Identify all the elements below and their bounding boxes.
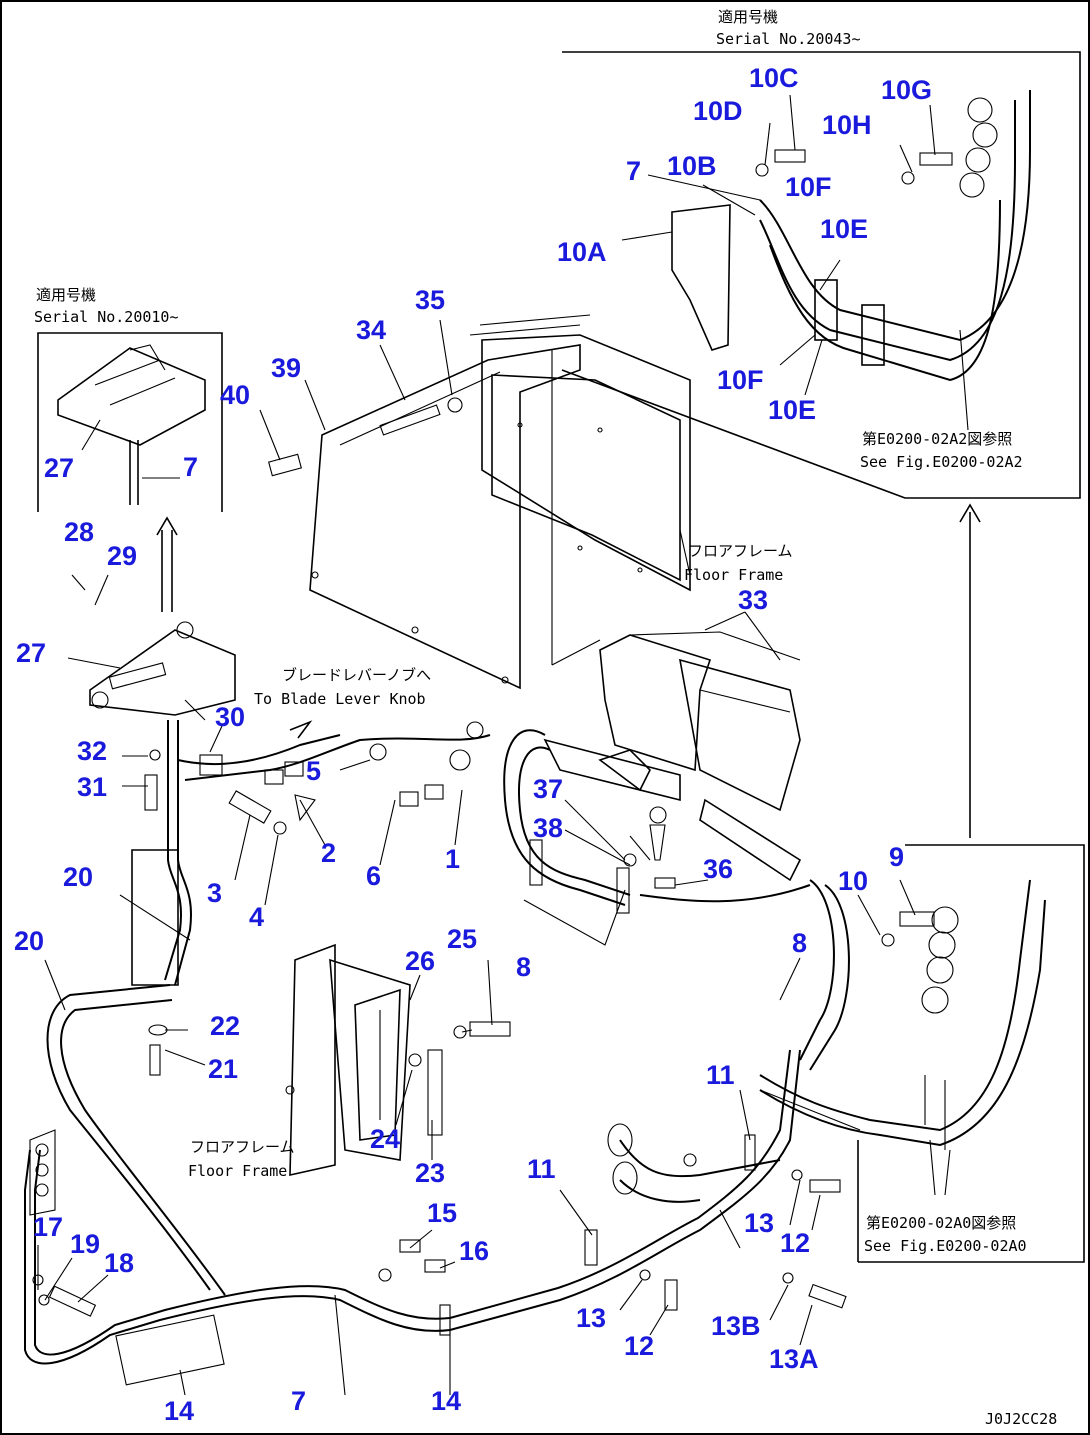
callout-31: 31 — [77, 772, 107, 802]
callout-10E-b: 10E — [768, 395, 816, 425]
callout-35: 35 — [415, 285, 445, 315]
callout-12-a: 12 — [780, 1228, 810, 1258]
floor-frame-bottom-jp: フロアフレーム — [190, 1138, 295, 1156]
callout-39: 39 — [271, 353, 301, 383]
blade-knob-jp: ブレードレバーノブへ — [282, 666, 431, 684]
callout-11-a: 11 — [706, 1060, 735, 1090]
bracket-27 — [67, 516, 236, 721]
inset-top-right-serial-en: Serial No.20043~ — [716, 30, 861, 48]
callout-25: 25 — [447, 924, 477, 954]
callout-10: 10 — [838, 866, 868, 896]
floor-frame-lower: フロアフレーム Floor Frame — [188, 943, 511, 1180]
callout-13-a: 13 — [744, 1208, 774, 1238]
callout-6: 6 — [366, 861, 381, 891]
inset-bottom-right: 第E0200-02A0図参照 See Fig.E0200-02A0 — [759, 503, 1085, 1263]
callout-2: 2 — [321, 838, 336, 868]
callout-13B: 13B — [711, 1311, 761, 1341]
callout-10H: 10H — [822, 110, 872, 140]
callout-10D: 10D — [693, 96, 743, 126]
callout-38: 38 — [533, 813, 563, 843]
callout-14-a: 14 — [164, 1396, 194, 1426]
callout-36: 36 — [703, 854, 733, 884]
callout-27-inset: 27 — [44, 453, 74, 483]
callout-22: 22 — [210, 1011, 240, 1041]
floor-frame-bottom-en: Floor Frame — [188, 1162, 287, 1180]
callout-32: 32 — [77, 736, 107, 766]
callout-15: 15 — [427, 1198, 457, 1228]
callout-23: 23 — [415, 1158, 445, 1188]
floor-frame-upper: フロアフレーム Floor Frame — [469, 314, 793, 666]
callout-28: 28 — [64, 517, 94, 547]
callout-13A: 13A — [769, 1344, 819, 1374]
callout-34: 34 — [356, 315, 386, 345]
inset-top-right-ref-jp: 第E0200-02A2図参照 — [862, 430, 1012, 448]
callout-40: 40 — [220, 380, 250, 410]
callout-7-bottom: 7 — [291, 1386, 306, 1416]
callout-20-b: 20 — [14, 926, 44, 956]
callout-19: 19 — [70, 1229, 100, 1259]
callout-37: 37 — [533, 774, 563, 804]
callout-9: 9 — [889, 842, 904, 872]
callout-26: 26 — [405, 946, 435, 976]
bolt-40 — [268, 453, 302, 477]
callout-14-b: 14 — [431, 1386, 461, 1416]
callout-labels: 1 2 3 4 5 6 7 7 7 8 8 9 10 10A 10B 10C 1… — [14, 63, 932, 1426]
callout-17: 17 — [33, 1212, 63, 1242]
cover-33 — [599, 611, 801, 812]
callout-27: 27 — [16, 638, 46, 668]
cable-blade-knob: ブレードレバーノブへ To Blade Lever Knob — [144, 666, 491, 835]
callout-8-a: 8 — [516, 952, 531, 982]
callout-16: 16 — [459, 1236, 489, 1266]
inset-bottom-right-ref-jp: 第E0200-02A0図参照 — [866, 1214, 1016, 1232]
bracket-assembly-middle — [503, 729, 850, 1071]
callout-10C: 10C — [749, 63, 799, 93]
callout-18: 18 — [104, 1248, 134, 1278]
inset-bottom-right-ref-en: See Fig.E0200-02A0 — [864, 1237, 1027, 1255]
floor-panel — [309, 344, 581, 690]
callout-11-b: 11 — [527, 1154, 556, 1184]
callout-10B: 10B — [667, 151, 717, 181]
callout-29: 29 — [107, 541, 137, 571]
callout-10F-a: 10F — [785, 172, 832, 202]
callout-33: 33 — [738, 585, 768, 615]
callout-20-a: 20 — [63, 862, 93, 892]
document-code: J0J2CC28 — [985, 1410, 1057, 1428]
leader-lines — [37, 319, 916, 1396]
inset-top-right-serial-jp: 適用号機 — [718, 8, 778, 26]
harness-left — [24, 720, 801, 1386]
callout-12-b: 12 — [624, 1331, 654, 1361]
floor-frame-top-en: Floor Frame — [684, 566, 783, 584]
inset-top-right-ref-en: See Fig.E0200-02A2 — [860, 453, 1023, 471]
inset-top-right: 適用号機 Serial No.20043~ 第E0200-02A2図参照 See… — [561, 8, 1081, 499]
callout-10G: 10G — [881, 75, 932, 105]
callout-3: 3 — [207, 878, 222, 908]
callout-10A: 10A — [557, 237, 607, 267]
callout-5: 5 — [306, 756, 321, 786]
floor-frame-top-jp: フロアフレーム — [688, 542, 793, 560]
callout-7-top: 7 — [626, 156, 641, 186]
callout-10E-a: 10E — [820, 214, 868, 244]
blade-knob-en: To Blade Lever Knob — [254, 690, 426, 708]
callout-1: 1 — [445, 844, 460, 874]
inset-top-left-serial-en: Serial No.20010~ — [34, 308, 179, 326]
callout-24: 24 — [370, 1124, 400, 1154]
callout-7-inset: 7 — [183, 452, 198, 482]
callout-10F-b: 10F — [717, 365, 764, 395]
callout-30: 30 — [215, 702, 245, 732]
inset-top-left-serial-jp: 適用号機 — [36, 286, 96, 304]
callout-4: 4 — [249, 902, 264, 932]
callout-8-b: 8 — [792, 928, 807, 958]
callout-13-b: 13 — [576, 1303, 606, 1333]
inset-top-left: 適用号機 Serial No.20010~ — [34, 286, 223, 512]
callout-21: 21 — [208, 1054, 238, 1084]
